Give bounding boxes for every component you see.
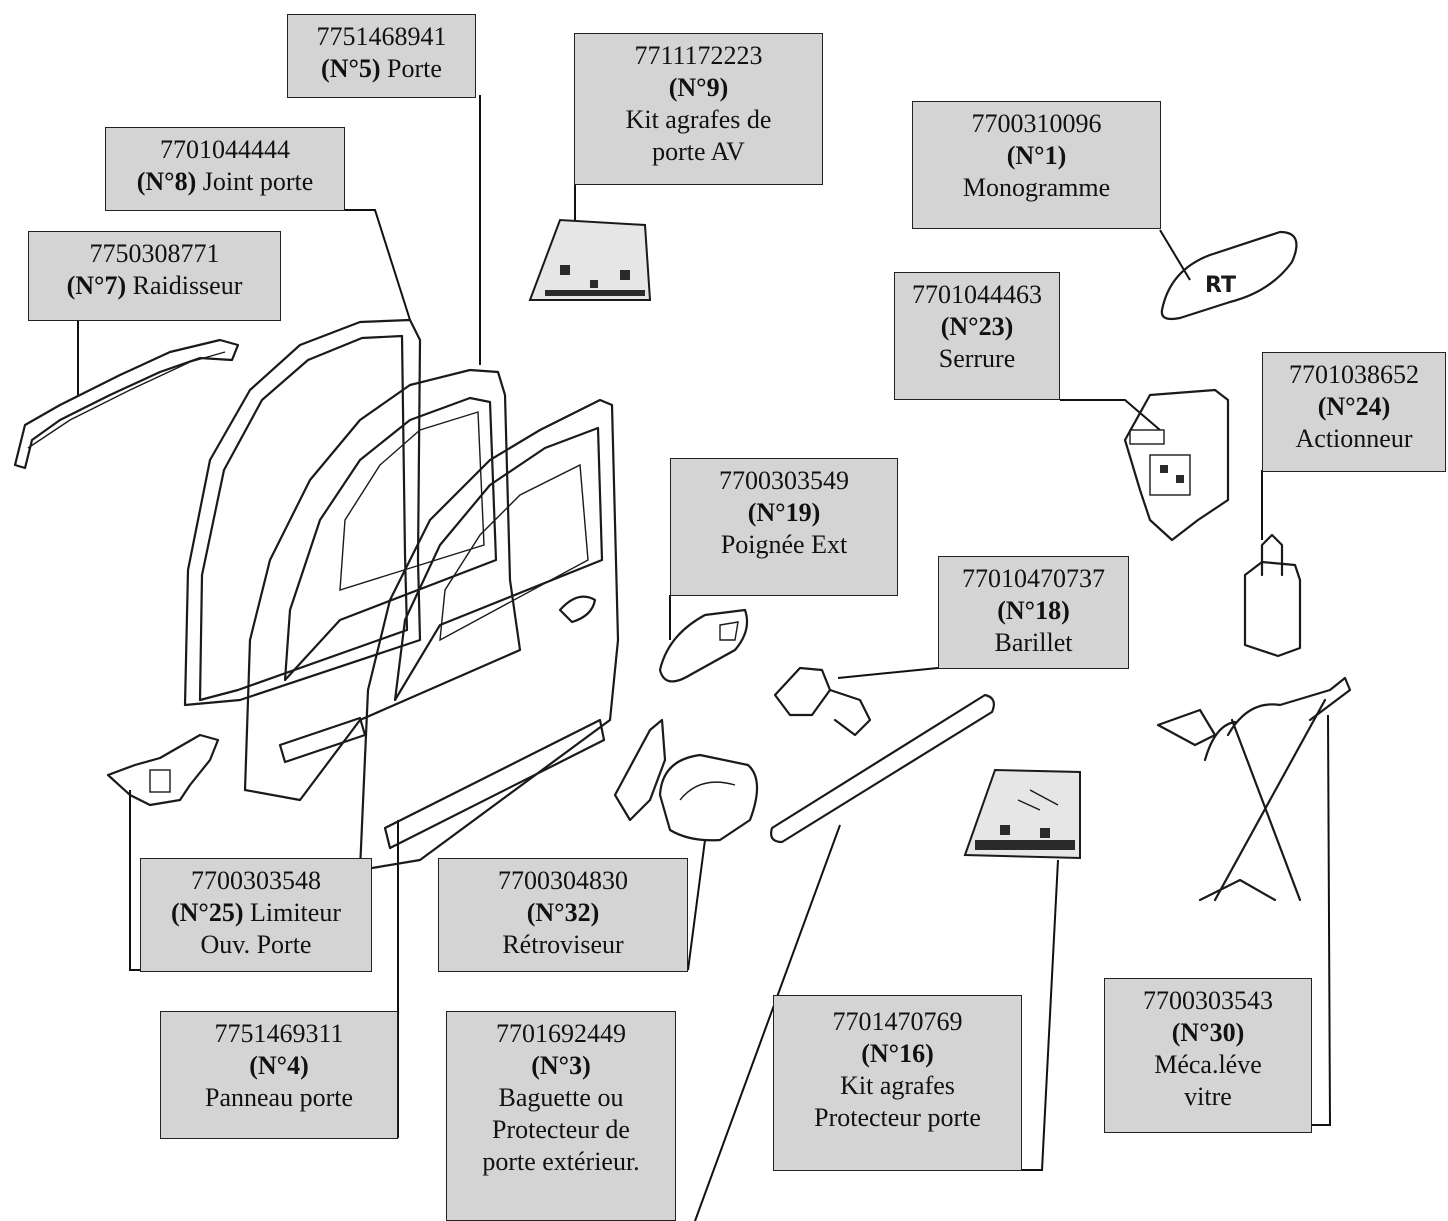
item-number: (N°8) [136,167,197,196]
monogramme-part: RT [1160,230,1298,321]
ref-number: 7751468941 [316,22,447,51]
part-name: Méca.léve [1154,1050,1262,1079]
limiteur-part [106,733,220,807]
retroviseur-part [613,718,759,842]
label-n4: 7751469311 (N°4) Panneau porte [160,1011,398,1139]
label-n23: 7701044463 (N°23) Serrure [894,272,1060,400]
part-name-2: Ouv. Porte [200,930,312,959]
part-name-2: Protecteur porte [814,1103,981,1132]
ref-number: 7751469311 [214,1019,344,1048]
ref-number: 7700303549 [719,466,849,495]
part-name: Kit agrafes de [625,105,772,134]
ref-number: 7701044444 [160,135,290,164]
item-number: (N°9) [668,73,729,102]
ref-number: 7700303543 [1143,986,1273,1015]
item-number: (N°19) [747,498,821,527]
ref-number: 7700310096 [971,109,1102,138]
poignee-ext-part [658,608,749,683]
part-name: Raidisseur [132,271,243,300]
label-n9: 7711172223 (N°9) Kit agrafes de porte AV [574,33,823,185]
label-n19: 7700303549 (N°19) Poignée Ext [670,458,898,596]
baguette-part [770,693,995,844]
part-name: Limiteur [250,898,341,927]
item-number: (N°16) [861,1039,934,1068]
item-number: (N°30) [1171,1018,1245,1047]
part-name: Kit agrafes [840,1071,955,1100]
label-n16: 7701470769 (N°16) Kit agrafes Protecteur… [773,995,1022,1171]
item-number: (N°1) [1006,141,1067,170]
item-number: (N°24) [1317,392,1391,421]
kit-agrafes-protecteur-part [963,768,1081,860]
raidisseur-part [13,338,240,470]
ref-number: 7711172223 [634,41,763,70]
label-n1: 7700310096 (N°1) Monogramme [912,101,1161,229]
part-name-3: porte extérieur. [482,1147,640,1176]
ref-number: 7750308771 [89,239,220,268]
label-n3: 7701692449 (N°3) Baguette ou Protecteur … [446,1011,676,1221]
ref-number: 77010470737 [962,564,1105,593]
part-name-2: Protecteur de [492,1115,630,1144]
item-number: (N°18) [997,596,1070,625]
part-name: Baguette ou [498,1083,624,1112]
label-n5: 7751468941 (N°5) Porte [287,14,476,98]
item-number: (N°4) [249,1051,309,1080]
ref-number: 7701470769 [832,1007,963,1036]
part-name: Rétroviseur [502,930,624,959]
actionneur-part [1243,533,1302,658]
item-number: (N°3) [531,1051,591,1080]
ref-number: 7701692449 [496,1019,626,1048]
part-name: Monogramme [962,173,1111,202]
label-n24: 7701038652 (N°24) Actionneur [1262,352,1446,472]
part-name: Actionneur [1295,424,1413,453]
part-name: Joint porte [202,167,314,196]
label-n32: 7700304830 (N°32) Rétroviseur [438,858,688,972]
ref-number: 7700304830 [498,866,628,895]
joint-porte-part [183,318,422,707]
part-name: Barillet [994,628,1073,657]
part-name: Poignée Ext [720,530,848,559]
item-number: (N°23) [940,312,1014,341]
ref-number: 7701038652 [1289,360,1419,389]
part-name-2: vitre [1184,1082,1232,1111]
panneau-porte-part [358,398,620,872]
barillet-part [773,666,872,737]
label-n18: 77010470737 (N°18) Barillet [938,556,1129,669]
part-name: Panneau porte [204,1083,353,1112]
label-n8: 7701044444 (N°8) Joint porte [105,127,345,211]
ref-number: 7700303548 [191,866,321,895]
part-name: Serrure [938,344,1016,373]
porte-frame-part [243,368,522,802]
part-name: Porte [387,54,442,83]
ref-number: 7701044463 [912,280,1042,309]
leader-lines [77,95,1332,1221]
label-n25: 7700303548 (N°25) Limiteur Ouv. Porte [140,858,372,972]
item-number: (N°32) [526,898,600,927]
item-number: (N°5) [321,54,381,83]
kit-agrafes-av-part [528,218,652,301]
part-name-2: porte AV [652,137,745,166]
monogram-text: RT [1205,273,1236,298]
label-n30: 7700303543 (N°30) Méca.léve vitre [1104,978,1312,1133]
serrure-part [1123,388,1230,542]
item-number: (N°7) [66,271,127,300]
label-n7: 7750308771 (N°7) Raidisseur [28,231,281,321]
item-number: (N°25) [171,898,244,927]
meca-leve-vitre-part [1156,676,1352,902]
